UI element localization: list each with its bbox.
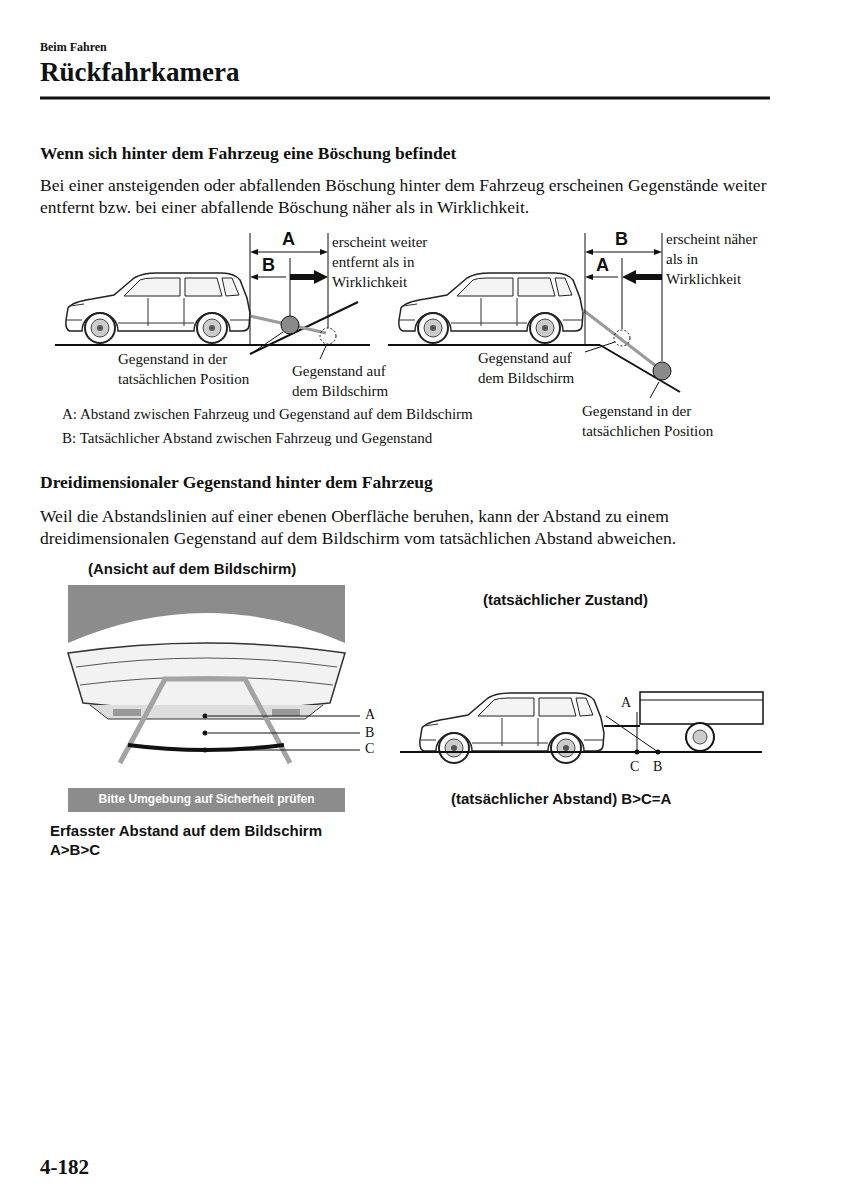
screen-text-holder: Bitte Umgebung auf Sicherheit prüfen — [68, 792, 345, 807]
distance-letter: A — [596, 254, 609, 276]
screen-view — [68, 613, 360, 788]
screen-view-part — [68, 613, 345, 788]
slope-up-diagram-part — [55, 344, 370, 346]
figure-caption: (tatsächlicher Zustand) — [483, 591, 648, 609]
slope-up-diagram-part — [250, 274, 258, 280]
slope-up-diagram-part — [250, 249, 258, 255]
distance-letter: A — [282, 228, 295, 250]
slope-down-diagram — [388, 233, 680, 398]
screen-drawing — [68, 585, 345, 812]
point-letter: C — [365, 740, 374, 757]
screen-message: Bitte Umgebung auf Sicherheit prüfen — [68, 792, 345, 807]
trailer-diagram-part — [686, 723, 714, 751]
object-label: Gegenstand auf dem Bildschirm — [292, 361, 412, 401]
figure-caption: (tatsächlicher Abstand) B>C=A — [451, 790, 671, 808]
trailer-diagram-part — [637, 712, 638, 752]
section-heading: Dreidimensionaler Gegenstand hinter dem … — [40, 472, 433, 493]
slope-up-diagram-part — [290, 258, 291, 316]
slope-down-diagram-part — [583, 310, 656, 366]
trailer-diagram — [400, 692, 763, 763]
trailer-diagram-part — [656, 750, 661, 755]
figure-caption: (Ansicht auf dem Bildschirm) — [88, 560, 296, 578]
slope-down-diagram-part — [622, 270, 662, 284]
point-letter: B — [653, 758, 662, 775]
slope-down-diagram-part — [614, 330, 630, 346]
slope-down-diagram-part — [388, 344, 600, 346]
screen-view-part — [208, 716, 360, 717]
slope-up-diagram-part — [290, 270, 328, 284]
key-text: A: Abstand zwischen Fahrzeug und Gegenst… — [62, 405, 473, 423]
distance-letter: B — [615, 228, 628, 250]
distance-letter: B — [262, 254, 275, 276]
slope-up-diagram-part — [250, 302, 358, 354]
slope-down-diagram-part — [585, 249, 593, 255]
page-title: Rückfahrkamera — [40, 56, 239, 88]
slope-up-diagram-part — [254, 277, 286, 278]
screen-view-part — [113, 709, 141, 716]
page-number: 4-182 — [40, 1155, 89, 1180]
slope-down-diagram-part — [585, 274, 593, 280]
trailer-diagram-part — [693, 730, 707, 744]
point-letter: A — [365, 706, 375, 723]
slope-up-diagram-part — [255, 332, 283, 351]
screen-view-part — [203, 731, 208, 736]
object-label: Gegenstand in der tatsächlichen Position — [582, 401, 747, 441]
slope-up-diagram-part — [320, 346, 326, 359]
slope-up-diagram-part — [250, 233, 251, 345]
header-rule-part — [40, 97, 770, 100]
point-letter: B — [365, 724, 374, 741]
object-label: Gegenstand auf dem Bildschirm — [478, 348, 583, 388]
slope-down-diagram-part — [650, 382, 659, 398]
slope-up-diagram-part — [250, 316, 326, 333]
trailer-diagram-part — [635, 750, 640, 755]
screen-view-part — [272, 709, 300, 716]
note-text: erscheint weiter entfernt als in Wirklic… — [332, 232, 452, 292]
point-letter: A — [621, 694, 631, 711]
trailer-diagram-part — [400, 751, 762, 753]
screen-view-part — [203, 748, 208, 753]
slope-up-diagram-part — [320, 328, 336, 344]
running-header: Beim Fahren — [40, 40, 107, 54]
trailer-diagram-part — [606, 716, 658, 752]
body-text: Bei einer ansteigenden oder abfallenden … — [40, 174, 785, 218]
slope-down-diagram-part — [653, 362, 671, 380]
slope-up-diagram-part — [254, 252, 324, 253]
slope-up-diagram-part — [328, 233, 329, 328]
camera-screen: Bitte Umgebung auf Sicherheit prüfen — [68, 585, 345, 812]
slope-up-diagram — [55, 233, 370, 359]
screen-view-part — [90, 705, 323, 719]
slope-down-diagram-part — [654, 249, 662, 255]
note-text: erscheint näher als in Wirklichkeit — [666, 229, 766, 289]
slope-down-diagram-part — [662, 233, 663, 361]
header-rule — [40, 98, 770, 99]
object-label: Gegenstand in der tatsächlichen Position — [118, 349, 268, 389]
slope-down-diagram-part — [589, 252, 658, 253]
key-text: B: Tatsächlicher Abstand zwischen Fahrze… — [62, 429, 432, 447]
figure-caption: Erfasster Abstand auf dem Bildschirm A>B… — [50, 821, 368, 859]
slope-down-diagram-part — [622, 258, 623, 329]
slope-down-diagram-part — [589, 277, 618, 278]
screen-view-part — [208, 733, 360, 734]
section-heading: Wenn sich hinter dem Fahrzeug eine Bösch… — [40, 143, 456, 164]
trailer-diagram-part — [640, 692, 763, 724]
slope-down-diagram-part — [585, 342, 615, 352]
screen-view-part — [208, 750, 360, 751]
slope-up-diagram-part — [320, 249, 328, 255]
screen-view-part — [203, 714, 208, 719]
slope-up-diagram-part — [66, 273, 250, 343]
body-text: Weil die Abstandslinien auf einer ebenen… — [40, 505, 785, 549]
point-letter: C — [630, 758, 639, 775]
slope-up-diagram-part — [281, 316, 299, 334]
trailer-diagram-part — [640, 700, 763, 701]
slope-down-diagram-part — [585, 233, 586, 345]
slope-down-diagram-part — [399, 273, 583, 343]
